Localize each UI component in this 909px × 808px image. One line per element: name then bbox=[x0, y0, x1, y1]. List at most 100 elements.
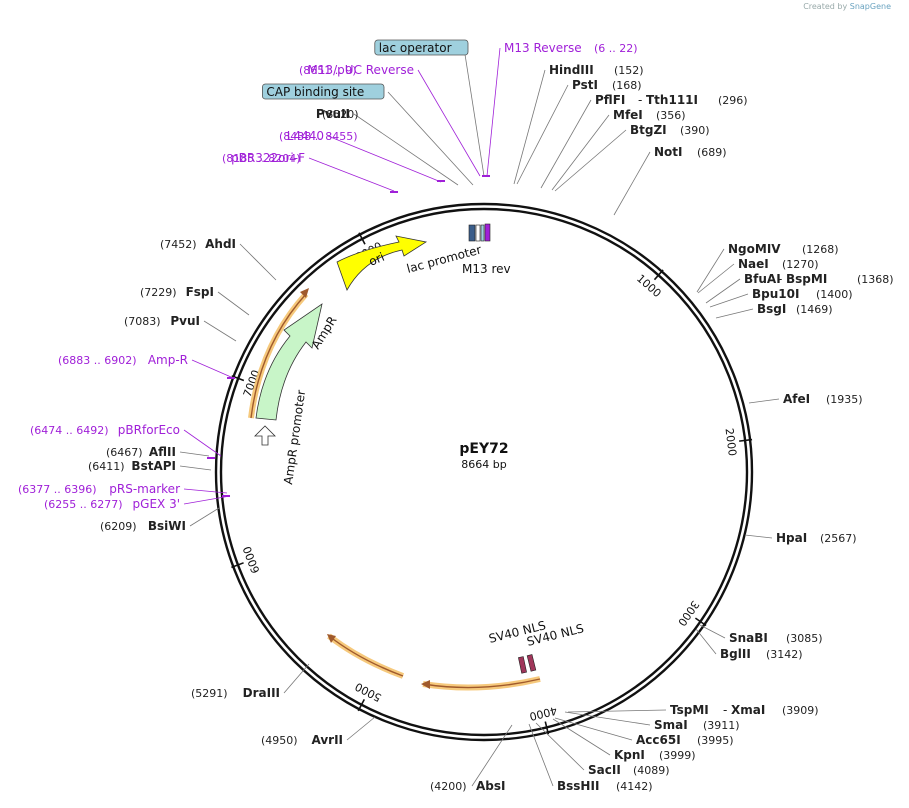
label-btgzi[interactable]: BtgZI(390) bbox=[554, 123, 710, 192]
leader-line bbox=[417, 69, 481, 177]
ori-arrow[interactable] bbox=[336, 235, 428, 291]
label-text: AflII bbox=[149, 445, 176, 459]
label-text-2: XmaI bbox=[731, 703, 765, 717]
label-smai[interactable]: SmaI(3911) bbox=[564, 711, 740, 732]
label-position: (1400) bbox=[816, 288, 853, 301]
label-text: PstI bbox=[572, 78, 598, 92]
label-dash: - bbox=[638, 93, 642, 107]
label-cap-binding-site[interactable]: CAP binding site bbox=[261, 83, 474, 186]
label-fspi[interactable]: FspI(7229) bbox=[140, 285, 250, 316]
leader-line bbox=[744, 534, 773, 539]
label-text: M13 Reverse bbox=[504, 41, 582, 55]
label-lac-operator[interactable]: lac operator bbox=[374, 39, 485, 177]
label-text: AfeI bbox=[783, 392, 810, 406]
tick-8000 bbox=[358, 232, 366, 245]
sv40-cds-arc-bottom-left[interactable] bbox=[327, 633, 405, 679]
label-bglii[interactable]: BglII(3142) bbox=[695, 628, 803, 661]
label-range: (8438 .. 8455) bbox=[279, 130, 358, 143]
label-text: M13/pUC Reverse bbox=[308, 63, 415, 77]
label-draiii[interactable]: DraIII(5291) bbox=[191, 663, 310, 700]
leader-line bbox=[696, 248, 725, 293]
label-bsshii[interactable]: BssHII(4142) bbox=[528, 723, 653, 793]
leader-line bbox=[709, 293, 749, 308]
leader-line bbox=[516, 84, 569, 185]
plasmid-length: 8664 bp bbox=[461, 458, 506, 471]
label-hpai[interactable]: HpaI(2567) bbox=[744, 531, 857, 545]
label-l4440[interactable]: L4440(8438 .. 8455) bbox=[279, 129, 442, 183]
label-bsgi[interactable]: BsgI(1469) bbox=[715, 302, 833, 319]
label-text: BtgZI bbox=[630, 123, 667, 137]
leader-line bbox=[567, 709, 667, 713]
label-position: (168) bbox=[612, 79, 642, 92]
label-psti[interactable]: PstI (168) bbox=[516, 78, 642, 185]
label-naei[interactable]: NaeI(1270) bbox=[697, 257, 819, 294]
snapgene-logo: SnapGene bbox=[849, 2, 891, 11]
label-text: TspMI bbox=[670, 703, 709, 717]
label-prs-marker[interactable]: pRS-marker(6377 .. 6396) bbox=[18, 482, 228, 496]
label-ngomiv[interactable]: NgoMIV(1268) bbox=[696, 242, 839, 293]
ampr-arrow[interactable] bbox=[255, 303, 323, 421]
label-range: (8185 .. 8204) bbox=[222, 152, 301, 165]
label-amp-r[interactable]: Amp-R(6883 .. 6902) bbox=[58, 353, 232, 378]
ampr-promoter-arrow[interactable] bbox=[254, 425, 276, 446]
label-text: PvuI bbox=[170, 314, 200, 328]
label-m13-puc-reverse[interactable]: M13/pUC Reverse(8651 .. 9) bbox=[299, 63, 481, 177]
label-pbrforeco[interactable]: pBRforEco(6474 .. 6492) bbox=[30, 423, 222, 457]
label-aflii[interactable]: AflII(6467) bbox=[106, 445, 210, 459]
label-pvuii[interactable]: PvuII(8520) bbox=[316, 107, 459, 186]
label-bstapi[interactable]: BstAPI(6411) bbox=[88, 459, 212, 473]
label-sacii[interactable]: SacII(4089) bbox=[535, 722, 670, 777]
label-text: HpaI bbox=[776, 531, 807, 545]
label-kpni[interactable]: KpnI(3999) bbox=[552, 718, 696, 762]
label-absi[interactable]: AbsI(4200) bbox=[430, 724, 513, 793]
label-text: HindIII bbox=[549, 63, 594, 77]
m13-rev-box[interactable] bbox=[484, 223, 491, 242]
label-bsiwi[interactable]: BsiWI(6209) bbox=[100, 507, 220, 533]
label-pvui[interactable]: PvuI(7083) bbox=[124, 314, 237, 342]
label-afei[interactable]: AfeI (1935) bbox=[748, 392, 863, 406]
label-ahdi[interactable]: AhdI(7452) bbox=[160, 237, 277, 281]
sv40-cds-arc-bottom-core bbox=[422, 678, 541, 689]
leader-line bbox=[387, 91, 474, 186]
leader-line bbox=[554, 717, 633, 741]
label-position: (4950) bbox=[261, 734, 298, 747]
label-layer: lac operator M13 Reverse (6 .. 22) M13/pUC … bbox=[18, 39, 894, 793]
label-range: (6 .. 22) bbox=[594, 42, 638, 55]
leader-line bbox=[463, 47, 485, 177]
label-position: (1935) bbox=[826, 393, 863, 406]
lac-operator-box-small[interactable] bbox=[475, 224, 481, 242]
tick-5000 bbox=[357, 699, 366, 712]
label-pgex-3-[interactable]: pGEX 3'(6255 .. 6277) bbox=[44, 495, 231, 511]
label-m13-reverse[interactable]: M13 Reverse (6 .. 22) bbox=[486, 41, 638, 177]
label-tspmi[interactable]: TspMI-XmaI(3909) bbox=[567, 703, 819, 717]
label-text: KpnI bbox=[614, 748, 645, 762]
sv40-nls-mark-b[interactable] bbox=[526, 654, 537, 672]
label-hindiii[interactable]: HindIII(152) bbox=[513, 63, 644, 185]
label-acc65i[interactable]: Acc65I(3995) bbox=[554, 717, 734, 747]
label-bpu10i[interactable]: Bpu10I(1400) bbox=[709, 287, 853, 308]
label-bfuai[interactable]: BfuAI-BspMI(1368) bbox=[705, 272, 894, 304]
leader-line bbox=[217, 291, 250, 316]
label-pflfi[interactable]: PflFI-Tth111I(296) bbox=[540, 93, 748, 189]
label-snabi[interactable]: SnaBI(3085) bbox=[699, 624, 823, 645]
label-text-2: BspMI bbox=[786, 272, 827, 286]
label-avrii[interactable]: AvrII(4950) bbox=[261, 716, 376, 747]
leader-line bbox=[552, 718, 611, 756]
label-noti[interactable]: NotI(689) bbox=[613, 145, 727, 216]
leader-line bbox=[513, 69, 546, 185]
label-pbr322ori-f[interactable]: pBR322ori-F(8185 .. 8204) bbox=[222, 151, 395, 192]
sv40-cds-arc-bottom-left-core bbox=[328, 635, 404, 677]
backbone-outer bbox=[214, 202, 754, 742]
leader-line bbox=[697, 263, 735, 294]
label-text: CAP binding site bbox=[266, 85, 364, 99]
leader-line bbox=[705, 278, 741, 304]
leader-line bbox=[486, 47, 501, 177]
tick-7000 bbox=[231, 375, 245, 382]
label-mfei[interactable]: MfeI(356) bbox=[551, 108, 686, 191]
ampr-promoter-label: AmpR promoter bbox=[281, 389, 308, 485]
tick-3000 bbox=[694, 617, 707, 627]
cap-site-box-small[interactable] bbox=[480, 224, 485, 242]
lac-promoter-box[interactable] bbox=[468, 224, 476, 242]
sv40-nls-mark-a[interactable] bbox=[518, 656, 527, 674]
